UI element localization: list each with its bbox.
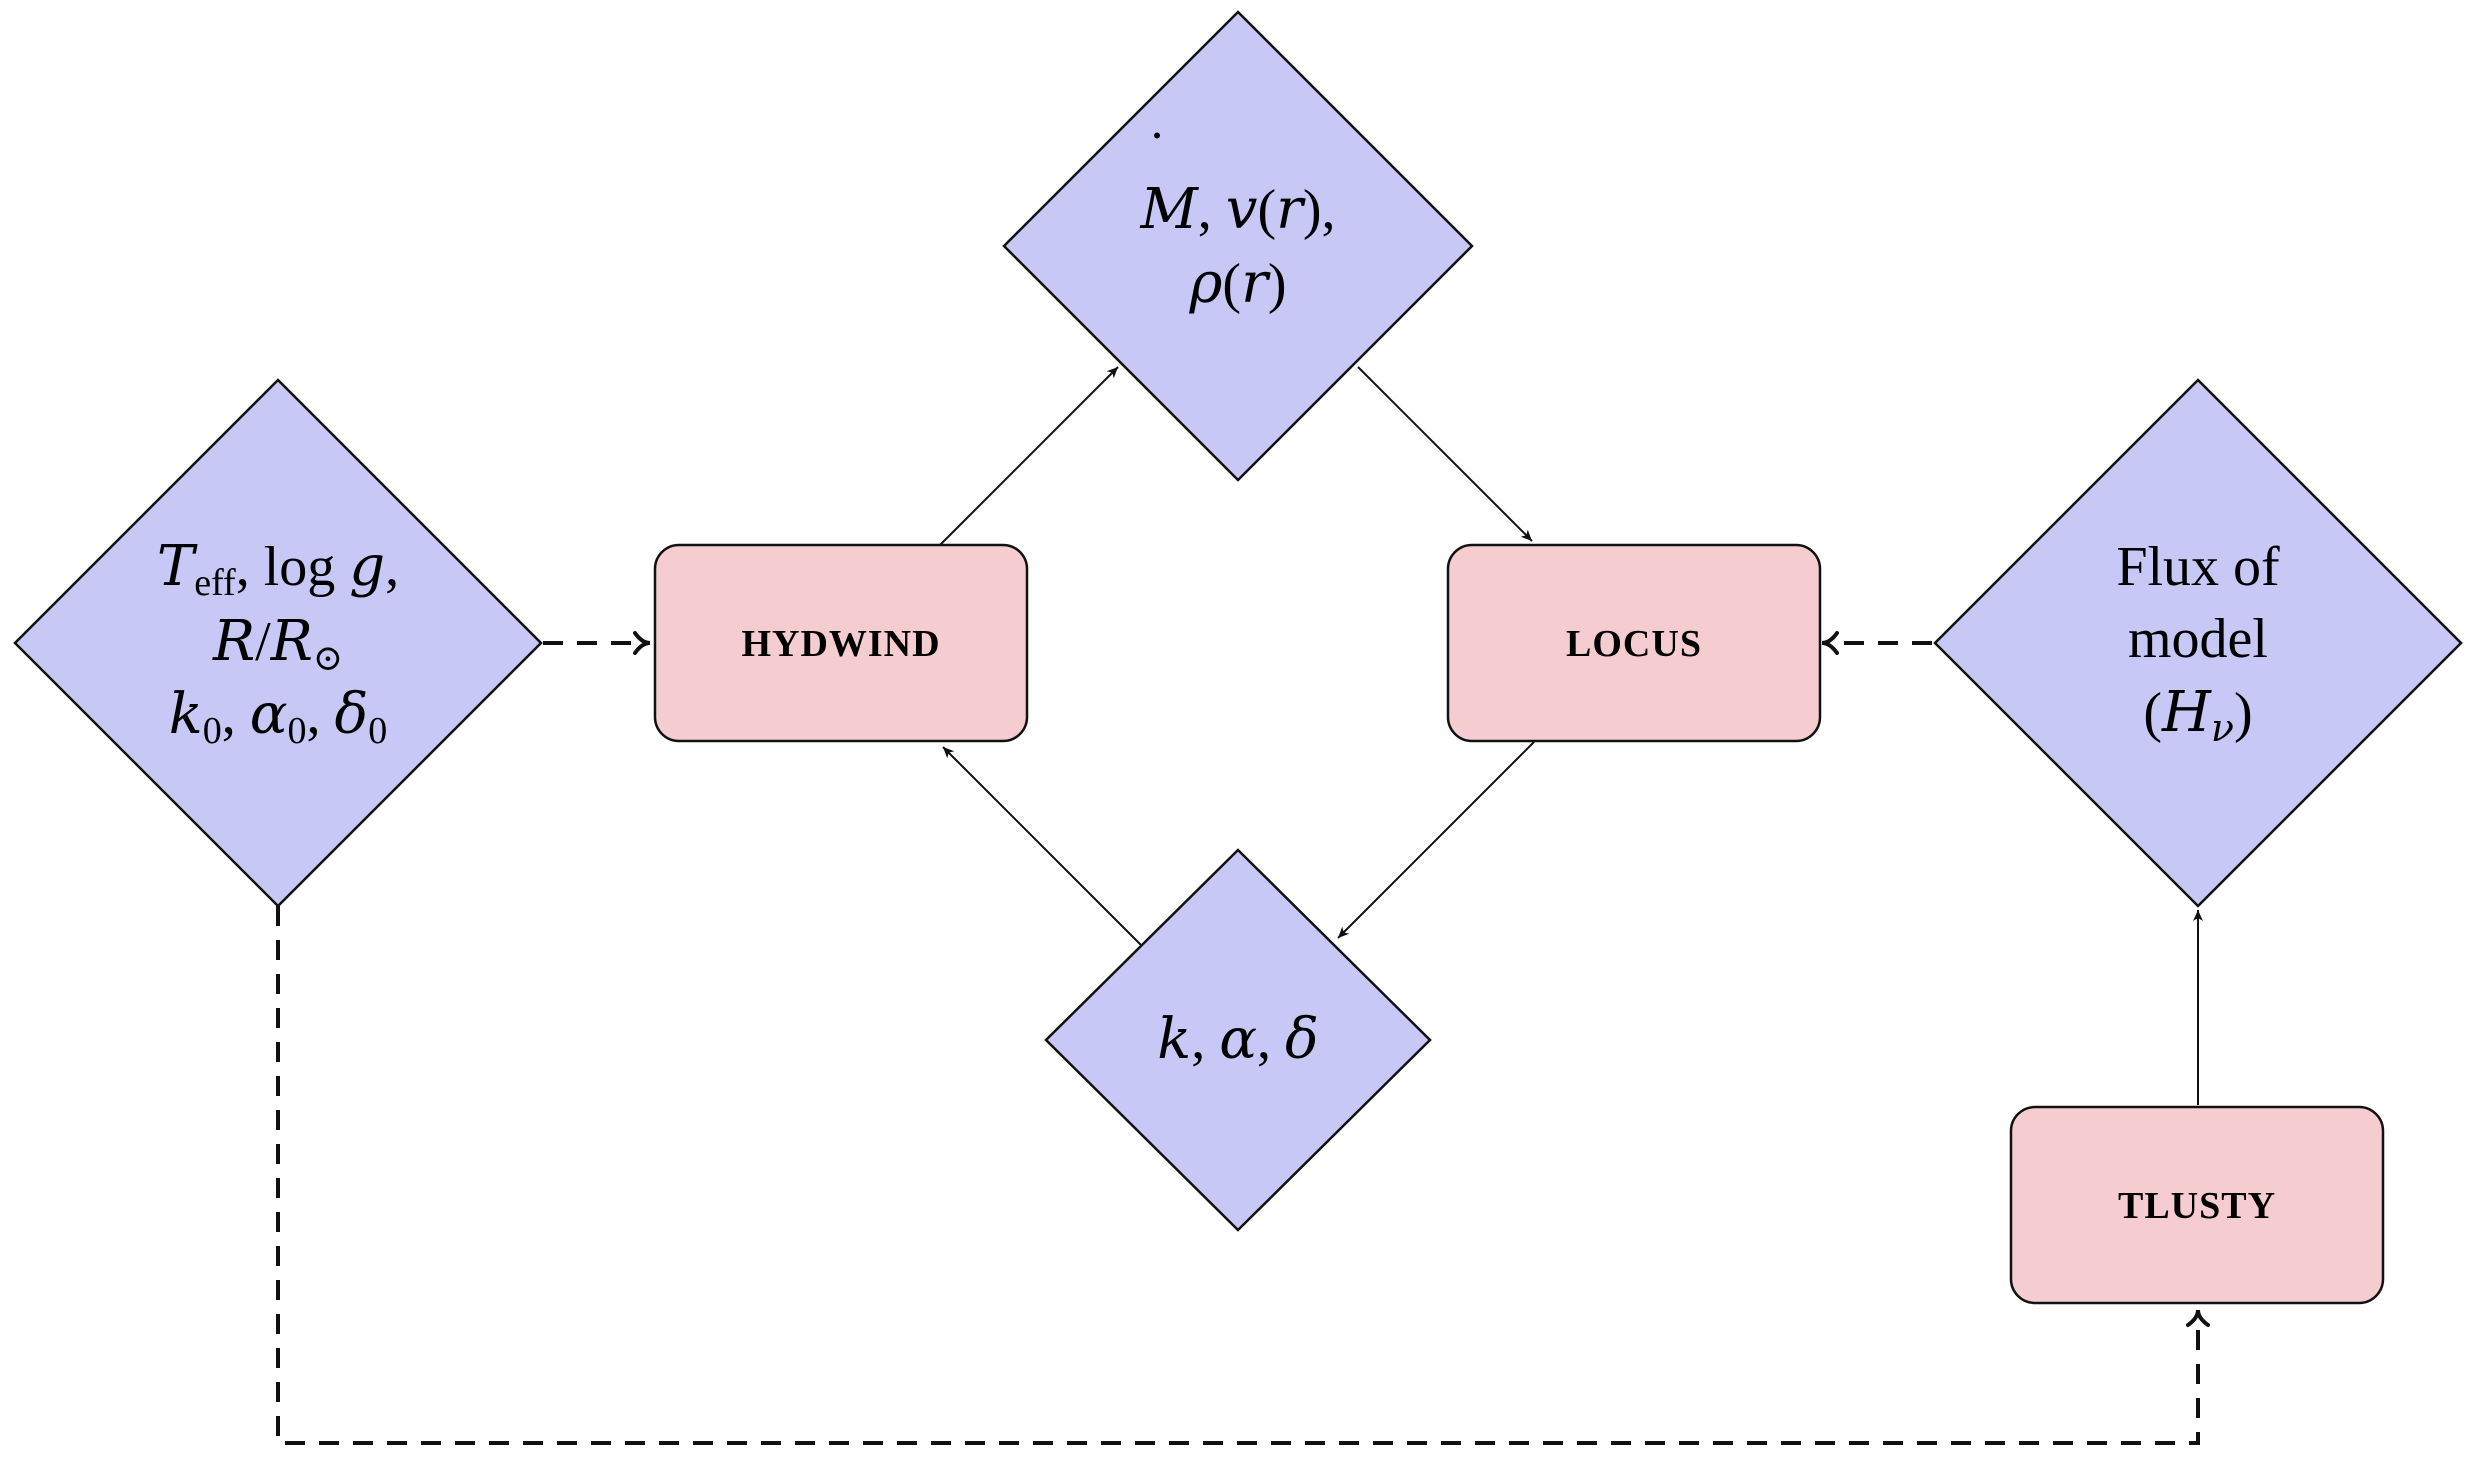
node-hydwind: HYDWIND [653, 543, 1029, 743]
force-params-label: k, α, δ [1157, 1007, 1318, 1072]
node-flux-of-model: Flux of model (Hν) [1933, 378, 2463, 908]
box-hydwind [653, 543, 1029, 743]
wind-output-line1: M, v(r), [1139, 177, 1335, 242]
flux-line1: Flux of [2116, 536, 2280, 598]
stellar-params-line1: Teff, log g, [157, 534, 399, 604]
diamond-force-parameters [1044, 848, 1432, 1232]
flux-line3: (Hν) [2143, 680, 2252, 750]
diamond-stellar-parameters [13, 378, 543, 908]
tlusty-label: TLUSTY [2118, 1185, 2276, 1227]
stellar-params-line2: R/R⊙ [212, 609, 343, 678]
diamond-flux-of-model [1933, 378, 2463, 908]
stellar-params-line3: k0, α0, δ0 [169, 682, 387, 752]
node-locus: LOCUS [1446, 543, 1822, 743]
hydwind-label: HYDWIND [741, 623, 940, 665]
node-wind-output: M, v(r), ˙ ρ(r) [1002, 10, 1474, 482]
edge-force-params-to-hydwind [942, 746, 1142, 946]
diamond-wind-output [1002, 10, 1474, 482]
node-stellar-parameters: Teff, log g, R/R⊙ k0, α0, δ0 [13, 378, 543, 908]
edges [276, 366, 2210, 1445]
mdot-dot-accent: ˙ [1148, 121, 1167, 183]
box-locus [1446, 543, 1822, 743]
box-tlusty [2009, 1105, 2385, 1305]
edge-wind-output-to-locus [1357, 366, 1533, 542]
node-tlusty: TLUSTY [2009, 1105, 2385, 1305]
wind-output-line2: ρ(r) [1188, 251, 1286, 316]
edge-locus-to-force-params [1337, 741, 1535, 939]
flux-line2: model [2128, 608, 2268, 670]
edge-hydwind-to-wind-output [939, 366, 1119, 546]
node-force-parameters: k, α, δ [1044, 848, 1432, 1232]
locus-label: LOCUS [1566, 623, 1702, 665]
edge-params-to-tlusty [276, 906, 2210, 1445]
